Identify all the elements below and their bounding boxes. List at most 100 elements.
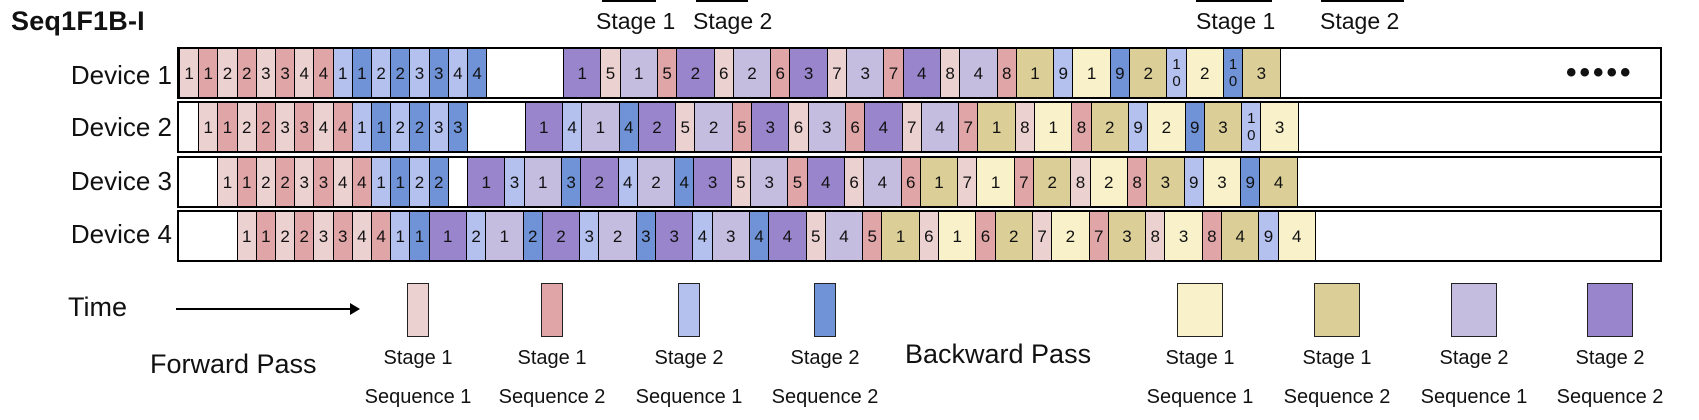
forward-block: 2 xyxy=(390,49,411,97)
forward-block: 4 xyxy=(332,103,353,151)
backward-block: 4 xyxy=(863,158,902,206)
forward-block: 1 xyxy=(332,49,353,97)
forward-block: 7 xyxy=(1013,158,1034,206)
forward-block: 4 xyxy=(351,158,372,206)
forward-block: 6 xyxy=(845,103,866,151)
backward-block: 3 xyxy=(1202,158,1242,206)
forward-block: 3 xyxy=(635,212,656,260)
legend-sequence-label: Sequence 1 xyxy=(1420,386,1528,408)
forward-block: 1 xyxy=(351,103,372,151)
backward-block: 1 xyxy=(919,158,959,206)
forward-block: 7 xyxy=(1032,212,1053,260)
top-bracket xyxy=(1196,0,1272,2)
forward-block: 1 xyxy=(255,212,276,260)
backward-block: 2 xyxy=(1090,103,1129,151)
backward-block: 3 xyxy=(789,49,828,97)
legend-swatch xyxy=(1451,283,1497,337)
forward-block: 4 xyxy=(674,158,695,206)
forward-block: 3 xyxy=(561,158,582,206)
device-label: Device 3 xyxy=(70,166,172,196)
device-label: Device 1 xyxy=(70,60,172,90)
backward-block: 2 xyxy=(1033,158,1072,206)
forward-block: 8 xyxy=(1127,158,1148,206)
forward-block: 6 xyxy=(770,49,791,97)
forward-block: 4 xyxy=(749,212,770,260)
forward-block: 2 xyxy=(236,49,257,97)
backward-block: 3 xyxy=(693,158,732,206)
backward-block: 4 xyxy=(824,212,864,260)
forward-block: 1 xyxy=(390,212,411,260)
backward-block: 3 xyxy=(751,103,790,151)
forward-block: 5 xyxy=(675,103,696,151)
backward-block: 1 xyxy=(485,212,524,260)
legend-stage-label: Stage 2 xyxy=(1439,347,1509,369)
forward-block: 7 xyxy=(901,103,922,151)
forward-block: 6 xyxy=(975,212,996,260)
legend-stage-label: Stage 1 xyxy=(1302,347,1372,369)
legend-swatch xyxy=(1177,283,1223,337)
backward-block: 1 xyxy=(976,158,1015,206)
top-stage-label: Stage 2 xyxy=(693,8,773,34)
forward-block: 4 xyxy=(617,158,638,206)
top-stage-label: Stage 2 xyxy=(1320,8,1400,34)
legend-swatch xyxy=(1314,283,1360,337)
time-label: Time xyxy=(68,292,127,322)
backward-block: 1 xyxy=(467,158,506,206)
forward-block: 7 xyxy=(958,103,979,151)
backward-block: 2 xyxy=(994,212,1033,260)
forward-block: 1 xyxy=(179,49,200,97)
legend-swatch xyxy=(814,283,836,337)
forward-block: 2 xyxy=(255,103,276,151)
legend-swatch xyxy=(678,283,700,337)
forward-block: 3 xyxy=(332,212,353,260)
device-label: Device 4 xyxy=(70,219,172,249)
legend-stage-label: Stage 1 xyxy=(1165,347,1235,369)
forward-block: 1 xyxy=(217,103,238,151)
top-bracket xyxy=(1321,0,1404,2)
forward-block: 9 xyxy=(1240,158,1261,206)
backward-block: 1 xyxy=(524,103,563,151)
forward-block: 6 xyxy=(788,103,809,151)
backward-block: 1 xyxy=(523,158,562,206)
forward-block: 3 xyxy=(313,212,334,260)
backward-block: 3 xyxy=(711,212,750,260)
forward-block: 9 xyxy=(1109,49,1130,97)
backward-block: 1 xyxy=(581,103,620,151)
backward-block: 1 xyxy=(1015,49,1055,97)
backward-block: 3 xyxy=(1107,212,1147,260)
forward-block: 4 xyxy=(447,49,468,97)
forward-block: 2 xyxy=(275,158,296,206)
legend-sequence-label: Sequence 2 xyxy=(1556,386,1664,408)
forward-block: 8 xyxy=(996,49,1017,97)
backward-block: 4 xyxy=(1259,158,1298,206)
forward-block: 2 xyxy=(409,103,430,151)
backward-block: 3 xyxy=(655,212,694,260)
backward-block: 2 xyxy=(541,212,581,260)
forward-block: 4 xyxy=(351,212,372,260)
forward-block: 3 xyxy=(447,103,468,151)
forward-block: 1 xyxy=(351,49,372,97)
forward-pass-label: Forward Pass xyxy=(150,349,317,379)
forward-block: 5 xyxy=(600,49,621,97)
time-arrow-line xyxy=(176,308,352,310)
forward-block: 3 xyxy=(428,49,449,97)
forward-block: 5 xyxy=(657,49,678,97)
forward-block: 5 xyxy=(805,212,826,260)
forward-block: 5 xyxy=(787,158,808,206)
forward-block: 1 xyxy=(236,158,257,206)
backward-block: 3 xyxy=(1242,49,1281,97)
backward-block: 3 xyxy=(1203,103,1243,151)
forward-block: 8 xyxy=(940,49,961,97)
forward-block: 3 xyxy=(504,158,525,206)
forward-block: 4 xyxy=(294,49,315,97)
backward-block: 2 xyxy=(694,103,733,151)
forward-block: 3 xyxy=(428,103,449,151)
backward-block: 2 xyxy=(1185,49,1224,97)
forward-block: 4 xyxy=(467,49,488,97)
top-bracket xyxy=(696,0,748,2)
forward-block: 7 xyxy=(957,158,978,206)
time-arrow-head-icon xyxy=(350,303,360,315)
